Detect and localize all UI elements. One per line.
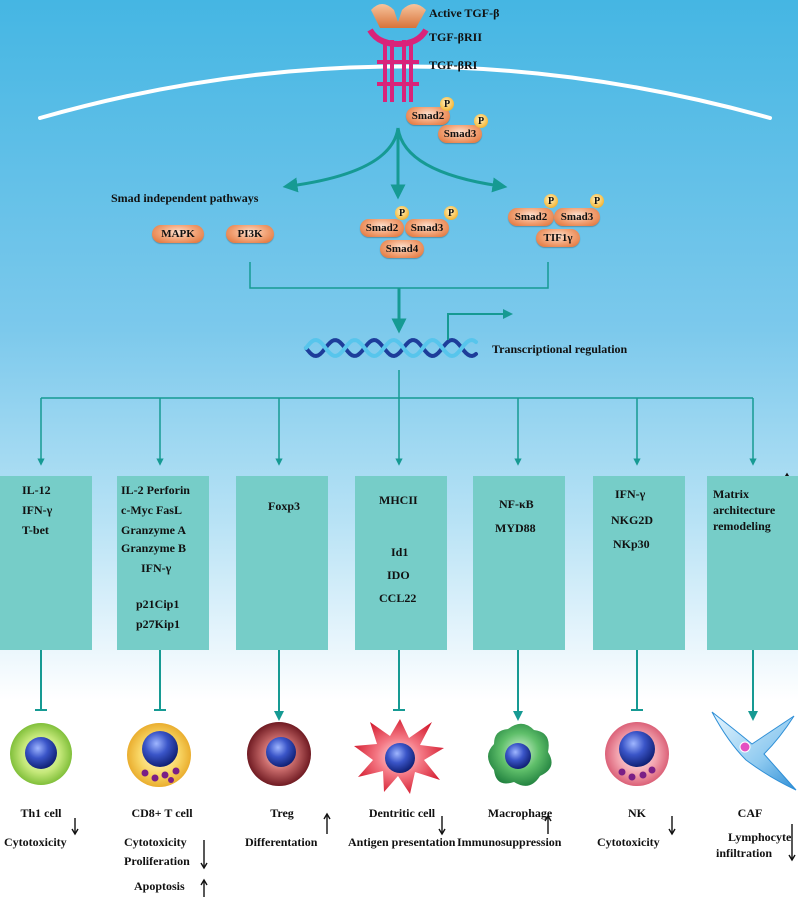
- receptor2-label: TGF-βRII: [429, 30, 482, 44]
- transcription-start-arrow: [447, 309, 513, 340]
- regulation-up-arrowhead: [323, 812, 331, 820]
- gene-label: IFN-γ: [22, 503, 53, 517]
- gene-label: architecture: [713, 503, 776, 517]
- smad2-complex: Smad2: [360, 219, 404, 237]
- gene-label: MHCII: [379, 493, 418, 507]
- ligand-label: Active TGF-β: [429, 6, 500, 20]
- regulation-down-arrowhead: [71, 828, 79, 836]
- gene-label: NF-κB: [499, 497, 534, 511]
- regulation-down-arrowhead: [788, 854, 796, 862]
- gene-label: Id1: [391, 545, 409, 559]
- phosphate-badge: P: [395, 206, 409, 220]
- tif1-gamma-node: TIF1γ: [536, 229, 580, 247]
- cd8-t-cell: [127, 723, 191, 787]
- effect-label: Apoptosis: [134, 879, 185, 893]
- regulation-down-arrowhead: [438, 828, 446, 836]
- tgf-beta-rii-receptor: [367, 28, 429, 48]
- pathway-bracket: [249, 262, 549, 289]
- smad2-tif1-complex: Smad2: [508, 208, 554, 226]
- phosphate-badge: P: [544, 194, 558, 208]
- gene-label: NKG2D: [611, 513, 653, 527]
- gene-label: NKp30: [613, 537, 650, 551]
- gene-label: Granzyme A: [121, 523, 186, 537]
- dendritic-cell: [354, 719, 444, 794]
- box-macrophage: NF-κB MYD88: [473, 476, 565, 650]
- effect-label: Cytotoxicity: [4, 835, 67, 849]
- gene-label: Matrix: [713, 487, 749, 501]
- gene-label: IDO: [387, 568, 410, 582]
- regulation-up-arrowhead: [200, 878, 208, 886]
- gene-label: Foxp3: [268, 499, 301, 513]
- cell-name-caf: CAF: [737, 806, 763, 820]
- distribution-tree: [41, 370, 753, 399]
- arrow-to-tif1-complex: [396, 127, 508, 193]
- smad3-complex: Smad3: [405, 219, 449, 237]
- cell-name-treg: Treg: [270, 806, 294, 820]
- gene-label: IFN-γ: [141, 561, 172, 575]
- regulation-down-arrowhead: [668, 828, 676, 836]
- smad3-tif1-complex: Smad3: [554, 208, 600, 226]
- cell-name-th1: Th1 cell: [20, 806, 62, 820]
- effect-label: Lymphocyte: [728, 830, 792, 844]
- phosphate-badge: P: [444, 206, 458, 220]
- effect-label: Antigen presentation: [348, 835, 456, 849]
- tgf-beta-ri-receptor: [377, 40, 419, 102]
- regulation-down-arrowhead: [200, 862, 208, 870]
- phosphate-badge: P: [440, 97, 454, 111]
- gene-label: MYD88: [495, 521, 536, 535]
- phosphate-badge: P: [474, 114, 488, 128]
- effect-label: Differentation: [245, 835, 318, 849]
- smad-independent-label: Smad independent pathways: [111, 191, 259, 205]
- gene-label: CCL22: [379, 591, 417, 605]
- smad3-receptor: Smad3: [438, 125, 482, 143]
- regulation-up-arrowhead: [544, 814, 552, 822]
- gene-label: p21Cip1: [136, 597, 180, 611]
- th1-cell: [10, 723, 72, 785]
- box-caf: Matrix architecture remodeling: [707, 476, 798, 650]
- effect-label: Cytotoxicity: [124, 835, 187, 849]
- effect-label: Proliferation: [124, 854, 190, 868]
- effect-label: infiltration: [716, 846, 772, 860]
- dna-helix: [304, 337, 478, 359]
- box-nk: IFN-γ NKG2D NKp30: [593, 476, 685, 650]
- gene-label: remodeling: [713, 519, 771, 533]
- gene-label: IL-12: [22, 483, 51, 497]
- cell-name-dendritic: Dentritic cell: [368, 806, 436, 820]
- arrow-to-independent: [282, 127, 400, 193]
- tgf-beta-ligand: [371, 4, 426, 28]
- mapk-node: MAPK: [152, 225, 204, 243]
- box-cd8: IL-2 Perforin c-Myc FasL Granzyme A Gran…: [117, 476, 209, 650]
- gene-label: IFN-γ: [615, 487, 646, 501]
- transcription-label: Transcriptional regulation: [492, 342, 628, 356]
- gene-label: T-bet: [22, 523, 49, 537]
- box-th1: IL-12 IFN-γ T-bet: [0, 476, 92, 650]
- gene-label: IL-2 Perforin: [121, 483, 190, 497]
- nk-cell: [605, 722, 669, 786]
- smad4-complex: Smad4: [380, 240, 424, 258]
- caf-cell: [711, 711, 797, 791]
- cell-name-macrophage: Macrophage: [487, 806, 553, 820]
- receptor1-label: TGF-βRI: [429, 58, 478, 72]
- gene-label: Granzyme B: [121, 541, 186, 555]
- effect-label: Immunosuppression: [457, 835, 562, 849]
- treg-cell: [247, 722, 311, 786]
- pi3k-node: PI3K: [226, 225, 274, 243]
- phosphate-badge: P: [590, 194, 604, 208]
- gene-label: p27Kip1: [136, 617, 181, 631]
- box-dendritic: MHCII Id1 IDO CCL22: [355, 476, 447, 650]
- smad2-receptor: Smad2: [406, 107, 450, 125]
- gene-label: c-Myc FasL: [121, 503, 182, 517]
- effect-label: Cytotoxicity: [597, 835, 660, 849]
- cell-name-nk: NK: [628, 806, 646, 820]
- cell-name-cd8: CD8+ T cell: [131, 806, 193, 820]
- box-treg: Foxp3: [236, 476, 328, 650]
- macrophage-cell: [488, 723, 552, 786]
